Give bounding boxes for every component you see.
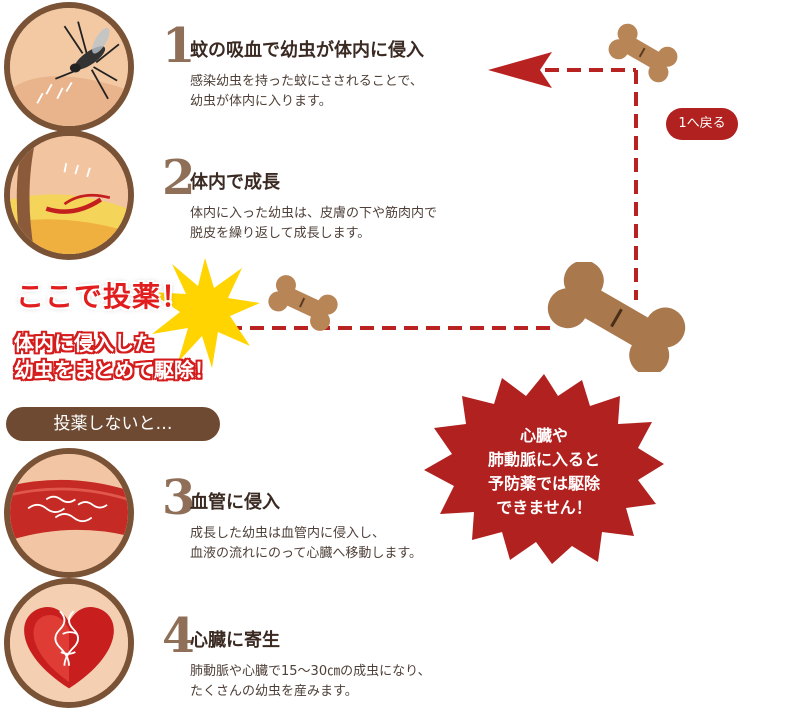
warning-text: 心臓や 肺動脈に入ると 予防薬では駆除 できません！ bbox=[487, 426, 600, 517]
skin-larva-illustration bbox=[4, 130, 134, 260]
step-description: 感染幼虫を持った蚊にさされることで、 幼虫が体内に入ります。 bbox=[190, 74, 423, 109]
larva-under-skin-icon bbox=[10, 136, 128, 254]
step-title: 心臓に寄生 bbox=[190, 630, 280, 651]
step-number: 2 bbox=[162, 150, 196, 206]
blood-vessel-illustration bbox=[4, 448, 134, 578]
bone-tablet-icon bbox=[608, 23, 678, 83]
warning-burst-icon bbox=[424, 374, 664, 564]
mosquito-bite-illustration bbox=[4, 2, 134, 132]
step-title: 蚊の吸血で幼虫が体内に侵入 bbox=[190, 40, 424, 61]
step-description: 成長した幼虫は血管内に侵入し、 血液の流れにのって心臓へ移動します。 bbox=[190, 526, 423, 561]
step-title: 血管に侵入 bbox=[190, 492, 280, 513]
step-number: 3 bbox=[162, 470, 196, 526]
heart-worms-icon bbox=[10, 584, 128, 702]
expel-text: 体内に侵入した 幼虫をまとめて駆除！ bbox=[14, 331, 214, 382]
step-title: 体内で成長 bbox=[190, 172, 280, 193]
step-number: 4 bbox=[162, 608, 196, 664]
bone-tablet-icon bbox=[268, 275, 338, 331]
mosquito-icon bbox=[10, 8, 128, 126]
vessel-worms-icon bbox=[10, 454, 128, 572]
heart-illustration bbox=[4, 578, 134, 708]
no-dosing-label: 投薬しないと… bbox=[6, 407, 220, 441]
step-description: 肺動脈や心臓で15～30㎝の成虫になり、 たくさんの幼虫を産みます。 bbox=[190, 664, 431, 699]
dosing-callout: ここで投薬！ bbox=[16, 280, 191, 313]
step-description: 体内に入った幼虫は、皮膚の下や筋肉内で 脱皮を繰り返して成長します。 bbox=[190, 206, 438, 241]
starburst-icon bbox=[150, 258, 260, 368]
bone-tablet-large-icon bbox=[547, 262, 686, 372]
back-to-step-1-badge: 1へ戻る bbox=[666, 108, 738, 140]
step-number: 1 bbox=[162, 18, 196, 74]
arrow-head-icon bbox=[488, 52, 552, 88]
